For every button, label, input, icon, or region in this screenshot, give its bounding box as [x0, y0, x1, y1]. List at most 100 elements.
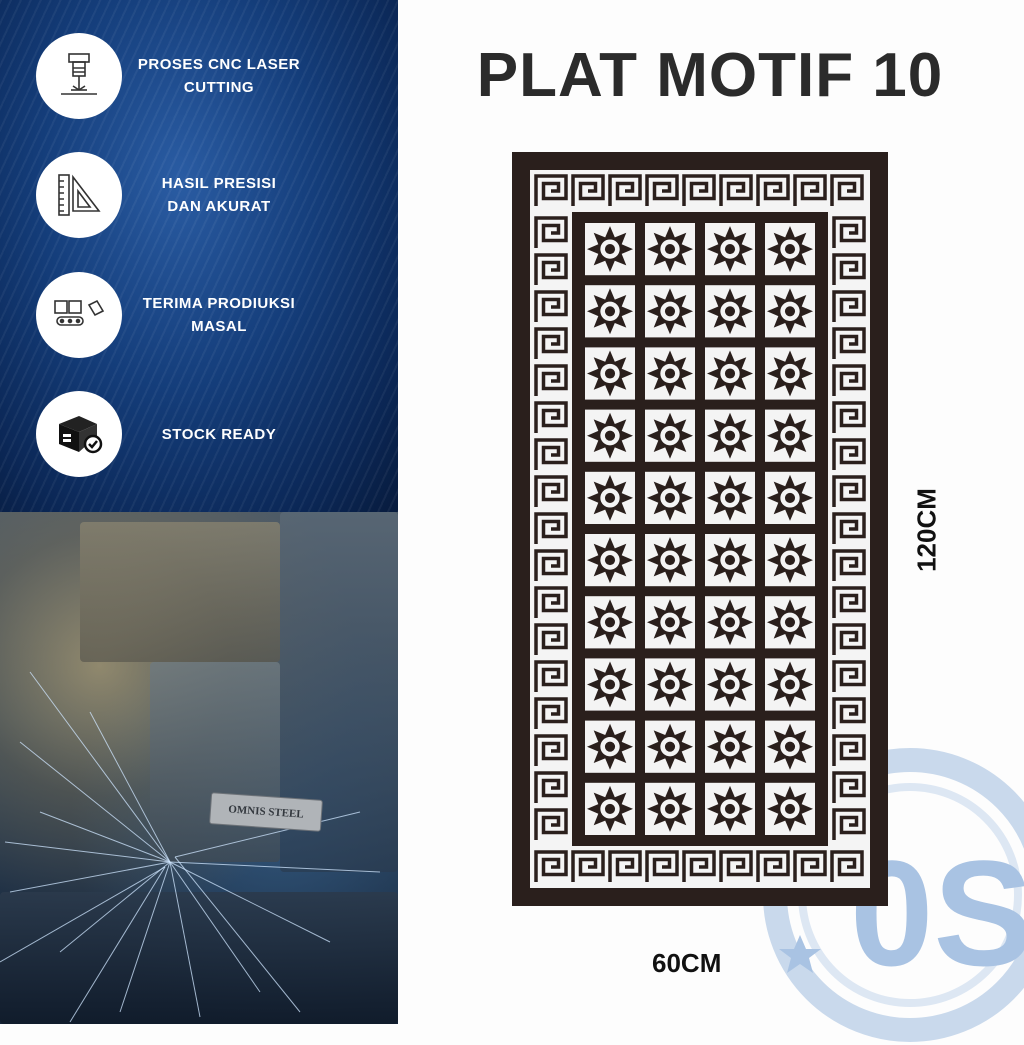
star-core: [604, 741, 616, 752]
greek-key-motif: [534, 697, 568, 729]
machine-head: [80, 522, 280, 662]
greek-key-motif: [832, 475, 866, 507]
star-core: [724, 430, 736, 441]
greek-key-motif: [832, 771, 866, 803]
greek-key-motif: [571, 850, 605, 882]
greek-key-motif: [832, 808, 866, 840]
left-feature-panel: OMNIS STEEL PROSES CNC LASER CUTTING HAS…: [0, 0, 398, 1024]
star-core: [724, 741, 736, 752]
feature-label: HASIL PRESISI DAN AKURAT: [161, 175, 277, 215]
greek-key-motif: [830, 850, 864, 882]
star-core: [604, 368, 616, 379]
product-title: PLAT MOTIF 10: [476, 41, 944, 110]
laser-machine-photo: [0, 512, 398, 1024]
greek-key-motif: [832, 438, 866, 470]
height-dimension: 120CM: [911, 488, 942, 572]
greek-key-motif: [534, 174, 568, 206]
greek-key-motif: [832, 253, 866, 285]
greek-key-motif: [756, 850, 790, 882]
greek-key-motif: [534, 327, 568, 359]
star-core: [784, 306, 796, 317]
feature-label: TERIMA PRODIUKSI MASAL: [142, 295, 296, 335]
greek-key-motif: [534, 253, 568, 285]
greek-key-motif: [645, 174, 679, 206]
star-core: [664, 555, 676, 566]
star-core: [784, 492, 796, 503]
greek-key-motif: [832, 697, 866, 729]
feature-mass-production: TERIMA PRODIUKSI MASAL: [36, 272, 376, 358]
greek-key-motif: [682, 850, 716, 882]
star-core: [664, 244, 676, 255]
star-core: [664, 679, 676, 690]
greek-key-motif: [830, 174, 864, 206]
feature-icon-circle: [36, 33, 122, 119]
greek-key-motif: [793, 174, 827, 206]
greek-key-motif: [571, 174, 605, 206]
greek-key-motif: [832, 734, 866, 766]
machine-base: [0, 892, 398, 1024]
star-core: [664, 617, 676, 628]
greek-key-motif: [832, 623, 866, 655]
greek-key-motif: [534, 216, 568, 248]
greek-key-motif: [534, 290, 568, 322]
ruler-triangle-icon: [58, 174, 101, 216]
star-core: [724, 368, 736, 379]
feature-label: PROSES CNC LASER CUTTING: [137, 56, 301, 96]
feature-laser-cutting: PROSES CNC LASER CUTTING: [36, 33, 376, 119]
star-core: [724, 492, 736, 503]
greek-key-motif: [832, 549, 866, 581]
star-core: [604, 679, 616, 690]
star-core: [784, 555, 796, 566]
greek-key-motif: [534, 364, 568, 396]
greek-key-motif: [832, 364, 866, 396]
decorative-panel: [512, 152, 888, 906]
greek-key-motif: [608, 850, 642, 882]
greek-key-motif: [832, 660, 866, 692]
star-core: [604, 617, 616, 628]
star-core: [604, 430, 616, 441]
greek-key-motif: [719, 174, 753, 206]
star-core: [604, 555, 616, 566]
greek-key-motif: [534, 438, 568, 470]
star-core: [604, 803, 616, 814]
greek-key-motif: [534, 512, 568, 544]
star-core: [784, 430, 796, 441]
greek-key-motif: [534, 808, 568, 840]
greek-key-motif: [832, 401, 866, 433]
star-core: [724, 306, 736, 317]
greek-key-motif: [645, 850, 679, 882]
greek-key-motif: [832, 327, 866, 359]
star-core: [784, 803, 796, 814]
width-dimension: 60CM: [652, 948, 722, 978]
greek-key-motif: [832, 512, 866, 544]
star-core: [664, 306, 676, 317]
star-core: [724, 244, 736, 255]
greek-key-motif: [719, 850, 753, 882]
greek-key-motif: [608, 174, 642, 206]
greek-key-motif: [534, 475, 568, 507]
star-core: [784, 679, 796, 690]
star-core: [664, 492, 676, 503]
star-core: [724, 679, 736, 690]
greek-key-motif: [534, 734, 568, 766]
star-core: [664, 430, 676, 441]
feature-icon-circle: [36, 272, 122, 358]
star-core: [724, 803, 736, 814]
star-core: [784, 741, 796, 752]
greek-key-motif: [756, 174, 790, 206]
greek-key-motif: [534, 660, 568, 692]
conveyor-production-icon: [54, 299, 105, 326]
greek-key-motif: [682, 174, 716, 206]
feature-icon-circle: [36, 152, 122, 238]
star-core: [784, 617, 796, 628]
greek-key-motif: [534, 771, 568, 803]
greek-key-motif: [534, 623, 568, 655]
feature-precision: HASIL PRESISI DAN AKURAT: [36, 152, 376, 238]
star-core: [784, 244, 796, 255]
feature-icon-circle: [36, 391, 122, 477]
star-core: [724, 617, 736, 628]
greek-key-motif: [832, 216, 866, 248]
star-core: [604, 244, 616, 255]
laser-cutting-icon: [61, 53, 97, 95]
star-core: [664, 803, 676, 814]
